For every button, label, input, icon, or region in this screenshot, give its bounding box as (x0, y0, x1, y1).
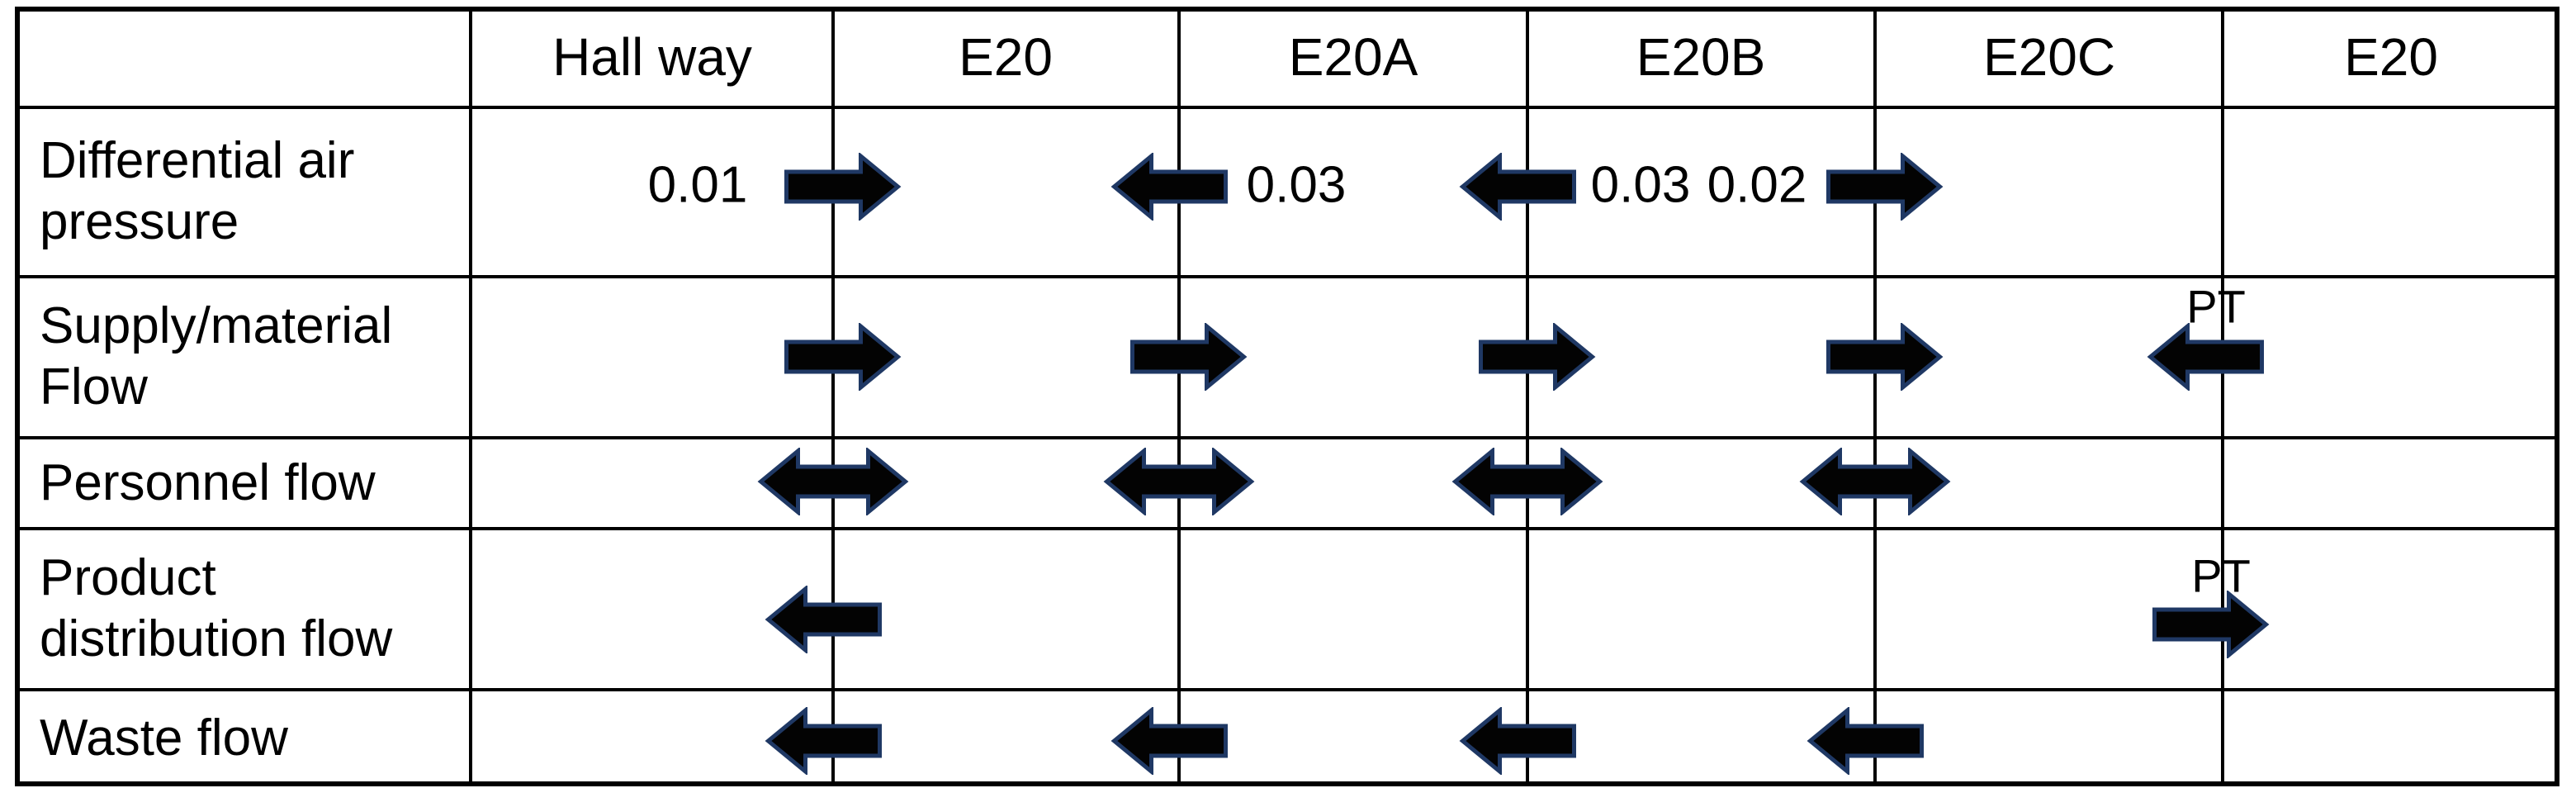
pressure-value-e20-e20a: 0.03 (1246, 156, 1347, 214)
row-label-waste-flow: Waste flow (40, 710, 288, 767)
row-label-differential-air-pressure: Differential air pressure (40, 132, 355, 250)
grid-vline-e20c-e20 (2221, 7, 2224, 786)
grid-hline-header (15, 106, 2559, 109)
column-header-e20c: E20C (1982, 27, 2116, 87)
left-arrow-icon (1110, 153, 1228, 221)
left-arrow-icon (1110, 707, 1228, 775)
left-arrow-icon (2147, 323, 2264, 391)
grid-hline-row1 (15, 275, 2559, 278)
column-header-hallway: Hall way (552, 27, 752, 87)
row-label-personnel-flow: Personnel flow (40, 454, 376, 511)
column-header-e20: E20 (959, 27, 1053, 87)
grid-hline-row3 (15, 527, 2559, 530)
column-header-e20b: E20B (1636, 27, 1766, 87)
right-arrow-icon (1479, 323, 1596, 391)
table-outer-border (15, 7, 2559, 786)
grid-hline-row4 (15, 688, 2559, 691)
right-arrow-icon (784, 153, 902, 221)
grid-vline-e20-e20a (1177, 7, 1181, 786)
grid-hline-row2 (15, 436, 2559, 439)
row-label-supply-material-flow: Supply/material Flow (40, 297, 393, 415)
pt-label-supply: PT (2186, 280, 2246, 333)
column-header-e20a: E20A (1288, 27, 1418, 87)
pressure-value-e20b-e20c: 0.02 (1707, 156, 1807, 214)
grid-vline-labels-hallway (469, 7, 472, 786)
grid-vline-e20b-e20c (1873, 7, 1877, 786)
double-arrow-icon (1103, 448, 1255, 515)
grid-vline-hallway-e20 (831, 7, 835, 786)
right-arrow-icon (1826, 323, 1944, 391)
right-arrow-icon (2152, 591, 2270, 658)
left-arrow-icon (1807, 707, 1924, 775)
pt-label-product: PT (2191, 549, 2251, 602)
pressure-value-hallway-e20: 0.01 (647, 156, 748, 214)
pressure-value-e20a-e20b: 0.03 (1590, 156, 1691, 214)
left-arrow-icon (765, 586, 882, 653)
double-arrow-icon (1451, 448, 1603, 515)
row-label-product-distribution-flow: Product distribution flow (40, 549, 393, 667)
double-arrow-icon (1799, 448, 1951, 515)
left-arrow-icon (1459, 707, 1576, 775)
left-arrow-icon (1459, 153, 1576, 221)
grid-vline-e20a-e20b (1526, 7, 1529, 786)
left-arrow-icon (765, 707, 882, 775)
double-arrow-icon (757, 448, 909, 515)
right-arrow-icon (1826, 153, 1944, 221)
column-header-e20-2: E20 (2344, 27, 2438, 87)
right-arrow-icon (1130, 323, 1248, 391)
right-arrow-icon (784, 323, 902, 391)
